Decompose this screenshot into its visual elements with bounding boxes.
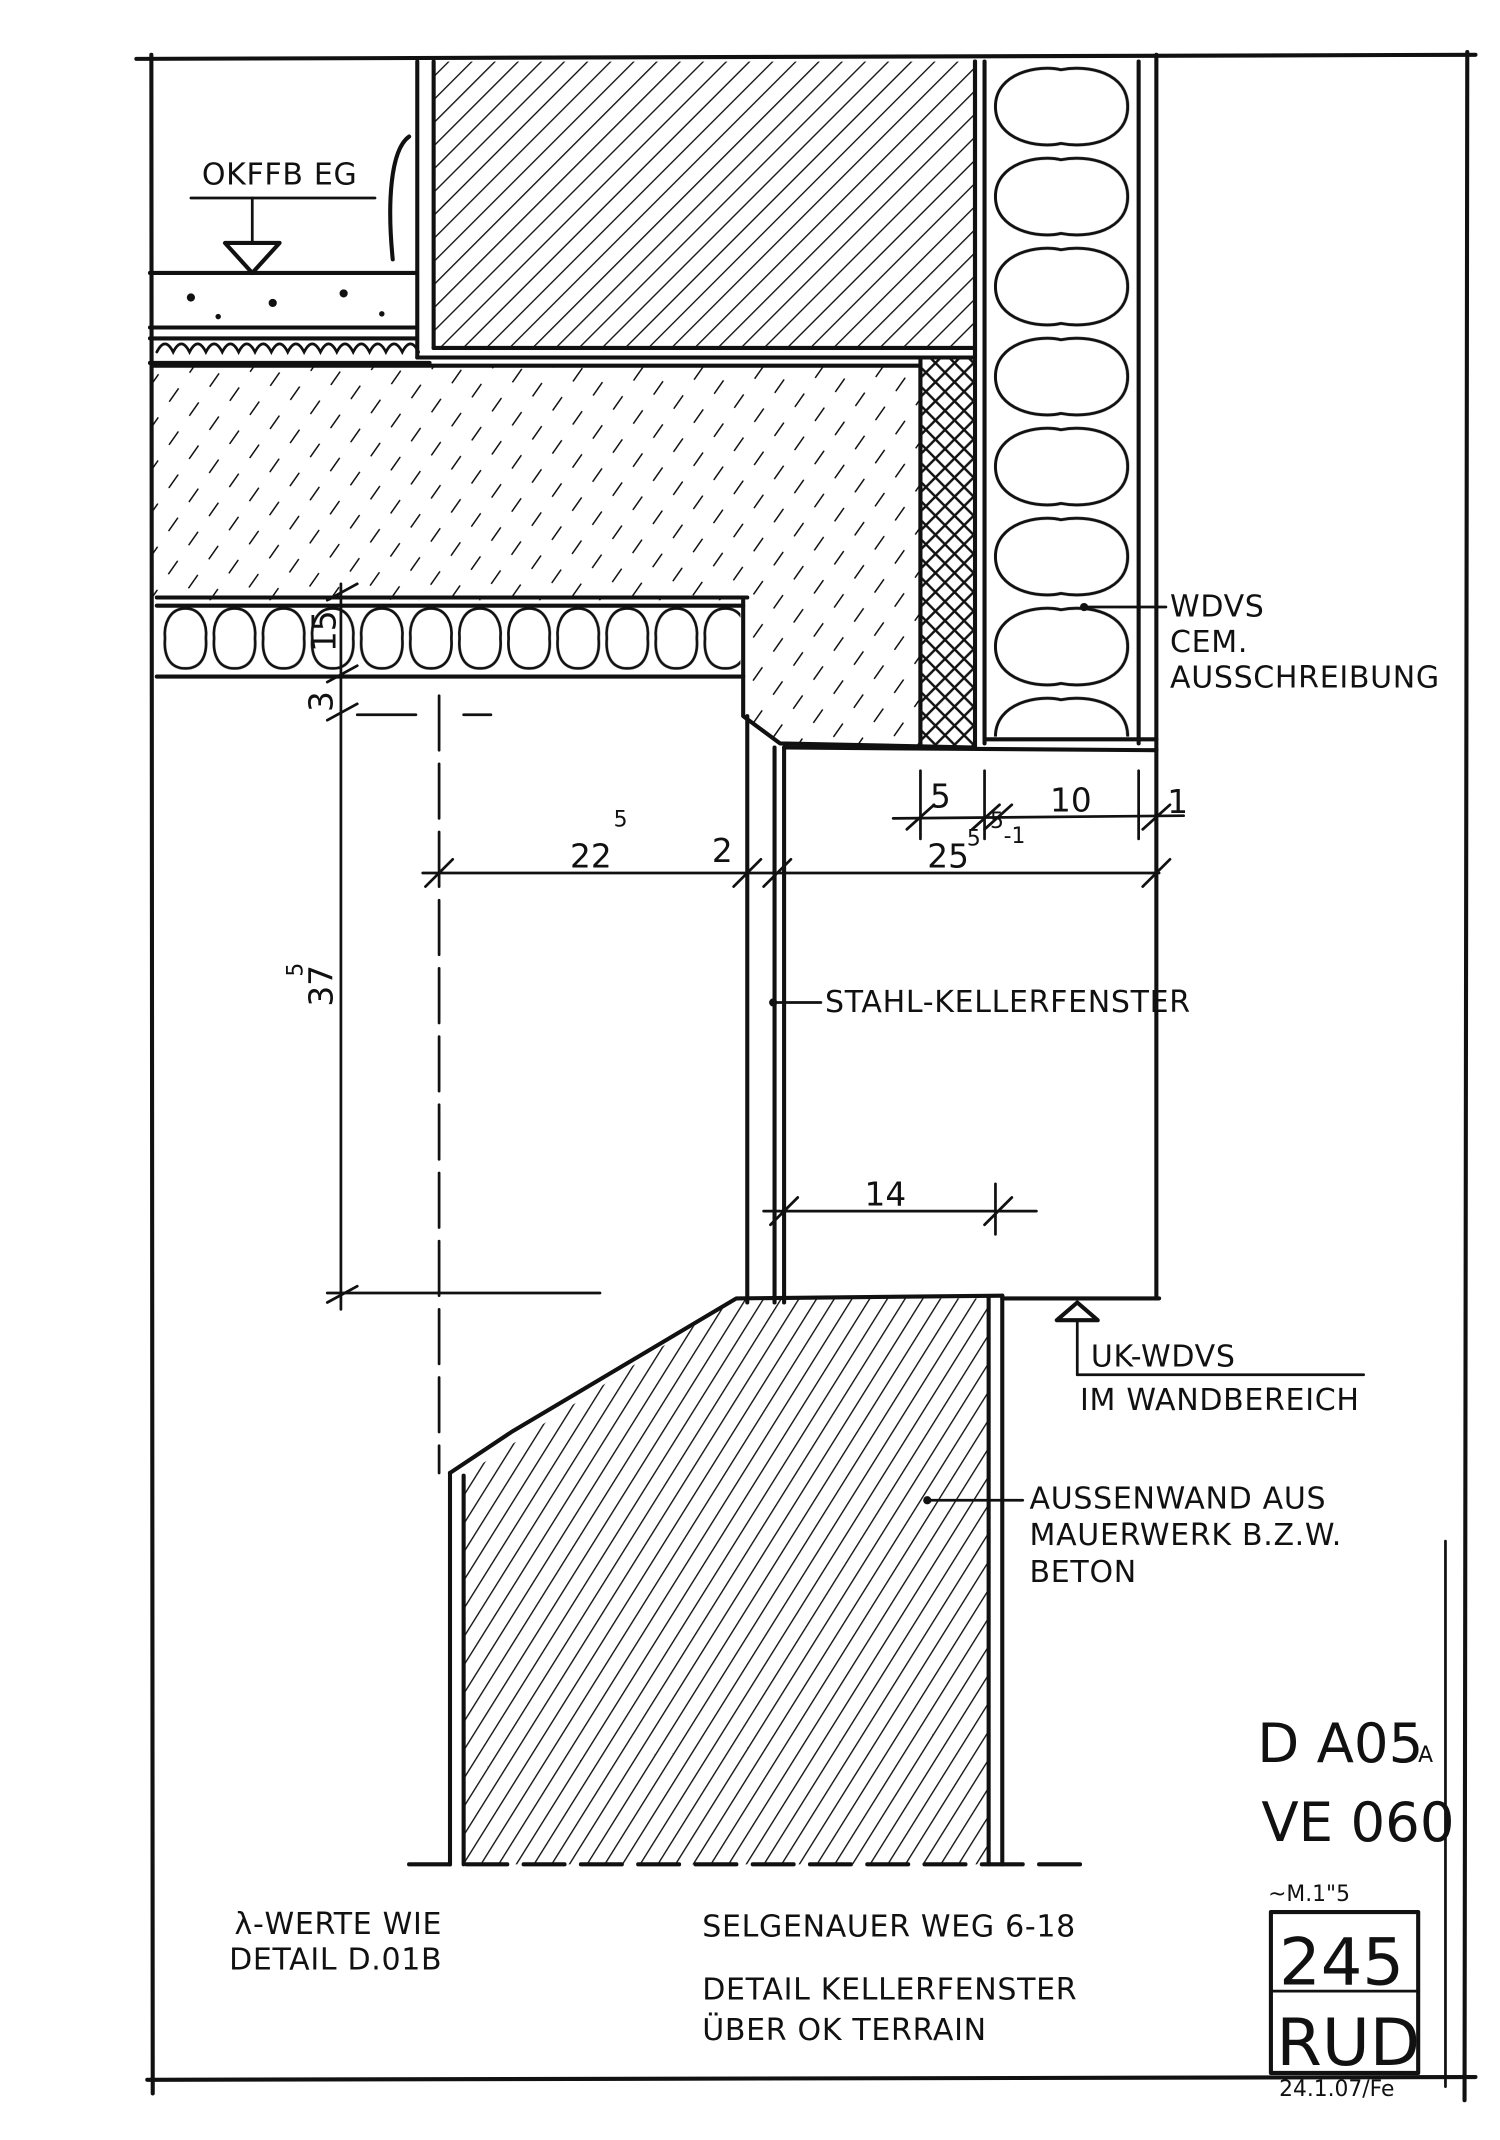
upper-wall [415,59,978,360]
drawing-code-suffix: A [1418,1743,1433,1768]
label-outer-wall-1: AUSSENWAND AUS [1030,1481,1327,1516]
label-im-wandbereich: IM WANDBEREICH [1080,1383,1360,1418]
label-wdvs-line-3: AUSSCHREIBUNG [1170,661,1440,696]
floor-buildup [147,134,432,365]
dim-15: 15 [305,610,343,652]
dim-5: 5 [930,778,951,816]
dim-2: 2 [712,832,733,870]
level-marker-okffb [189,196,377,275]
label-outer-wall-2: MAUERWERK B.Z.W. [1030,1518,1343,1553]
dim-22-sup: 5 [614,808,628,833]
dim-10: 10 [1050,782,1092,820]
label-wdvs-line-2: CEM. [1170,625,1248,660]
author-initials: RUD [1276,2005,1420,2081]
dimension-lines [325,582,1185,1475]
note-lambda-1: λ-WERTE WIE [235,1907,443,1942]
drawing-number: 245 [1279,1924,1404,2000]
note-lambda-2: DETAIL D.01B [229,1942,442,1977]
dim-22: 22 [570,838,612,876]
drawing-code: D A05 [1257,1711,1423,1775]
note-title-2: ÜBER OK TERRAIN [702,2012,987,2048]
dim-minus-1: -1 [1004,824,1026,849]
sheet-frame [134,49,1478,2103]
note-address: SELGENAUER WEG 6-18 [702,1910,1076,1945]
lower-wall [407,1293,1093,1867]
dim-25-sup: 5 [967,827,981,852]
level-marker-uk-wdvs [1054,1300,1365,1377]
dim-5-small: 5 [990,809,1004,834]
dim-14: 14 [865,1176,907,1214]
dim-1: 1 [1167,783,1188,821]
drawing-code-2: VE 060 [1261,1790,1454,1854]
note-title-1: DETAIL KELLERFENSTER [702,1972,1077,2007]
wdvs-insulation [972,52,1159,753]
dim-37-sup: 5 [284,963,309,977]
title-block: D A05 A VE 060 ~M.1"5 245 RUD 24.1.07/Fe [1257,1711,1454,2102]
wdvs-underside-line [1000,748,1162,1301]
label-wdvs-line-1: WDVS [1170,590,1265,625]
label-uk-wdvs: UK-WDVS [1091,1340,1236,1375]
label-outer-wall-3: BETON [1030,1555,1137,1590]
crosshatch-block [918,355,975,750]
dim-25: 25 [927,838,969,876]
label-okffb-eg: OKFFB EG [202,157,358,192]
label-steel-window: STAHL-KELLERFENSTER [825,985,1191,1020]
dim-3: 3 [303,691,341,712]
leader-lines [769,602,1168,1505]
dim-37: 37 [303,965,341,1007]
steel-basement-window [745,714,787,1305]
scale-label: ~M.1"5 [1268,1882,1350,1907]
slab-insulation [154,595,750,679]
drawing-date: 24.1.07/Fe [1279,2077,1394,2102]
